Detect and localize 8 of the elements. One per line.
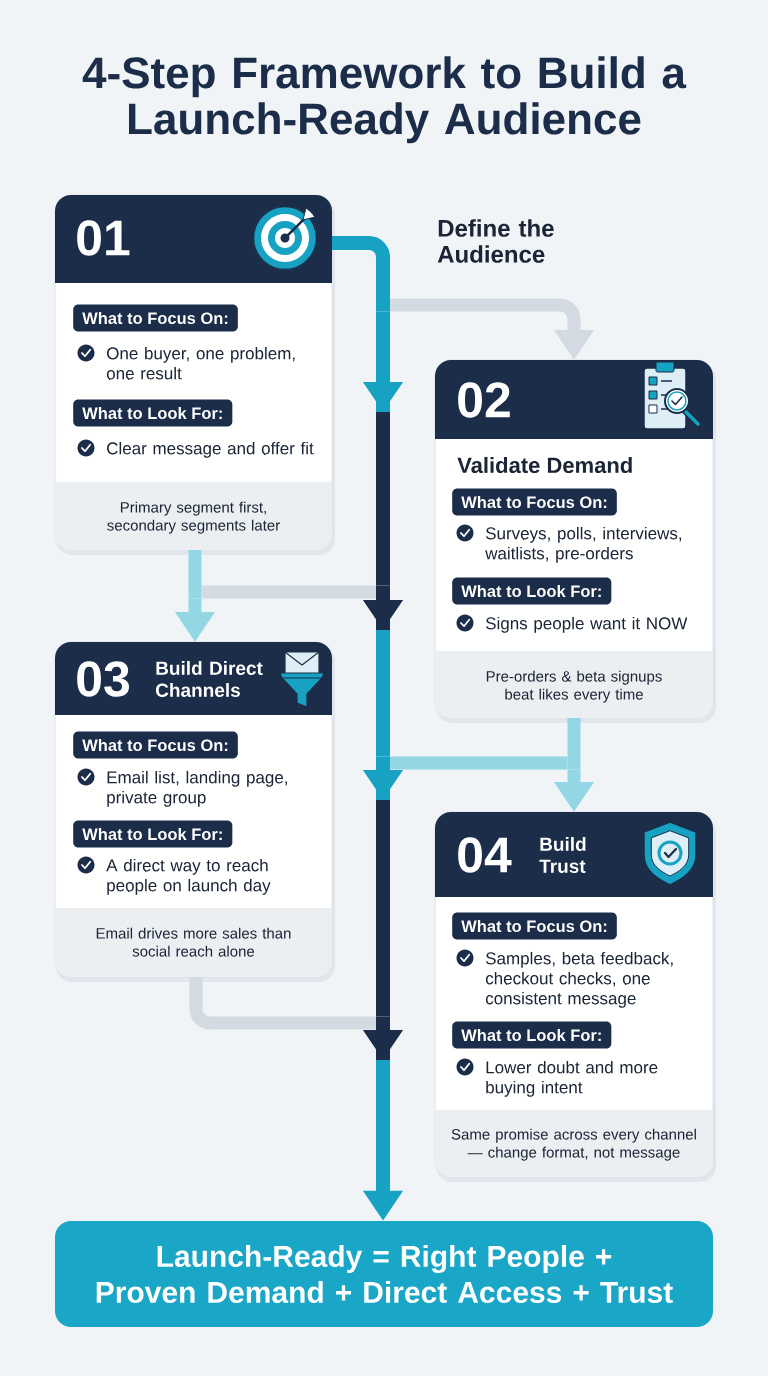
connector-line	[188, 550, 202, 599]
connector-line	[201, 585, 376, 599]
connector-line	[390, 756, 568, 770]
summary-banner: Launch-Ready = Right People + Proven Demand + Direct Access + Trust	[55, 1221, 713, 1327]
connector-line	[567, 718, 581, 770]
connector-line	[189, 977, 376, 1030]
step-title: Define the Audience	[437, 219, 554, 263]
title: 4-Step Framework to Build a Launch-Ready Audience	[82, 56, 687, 144]
